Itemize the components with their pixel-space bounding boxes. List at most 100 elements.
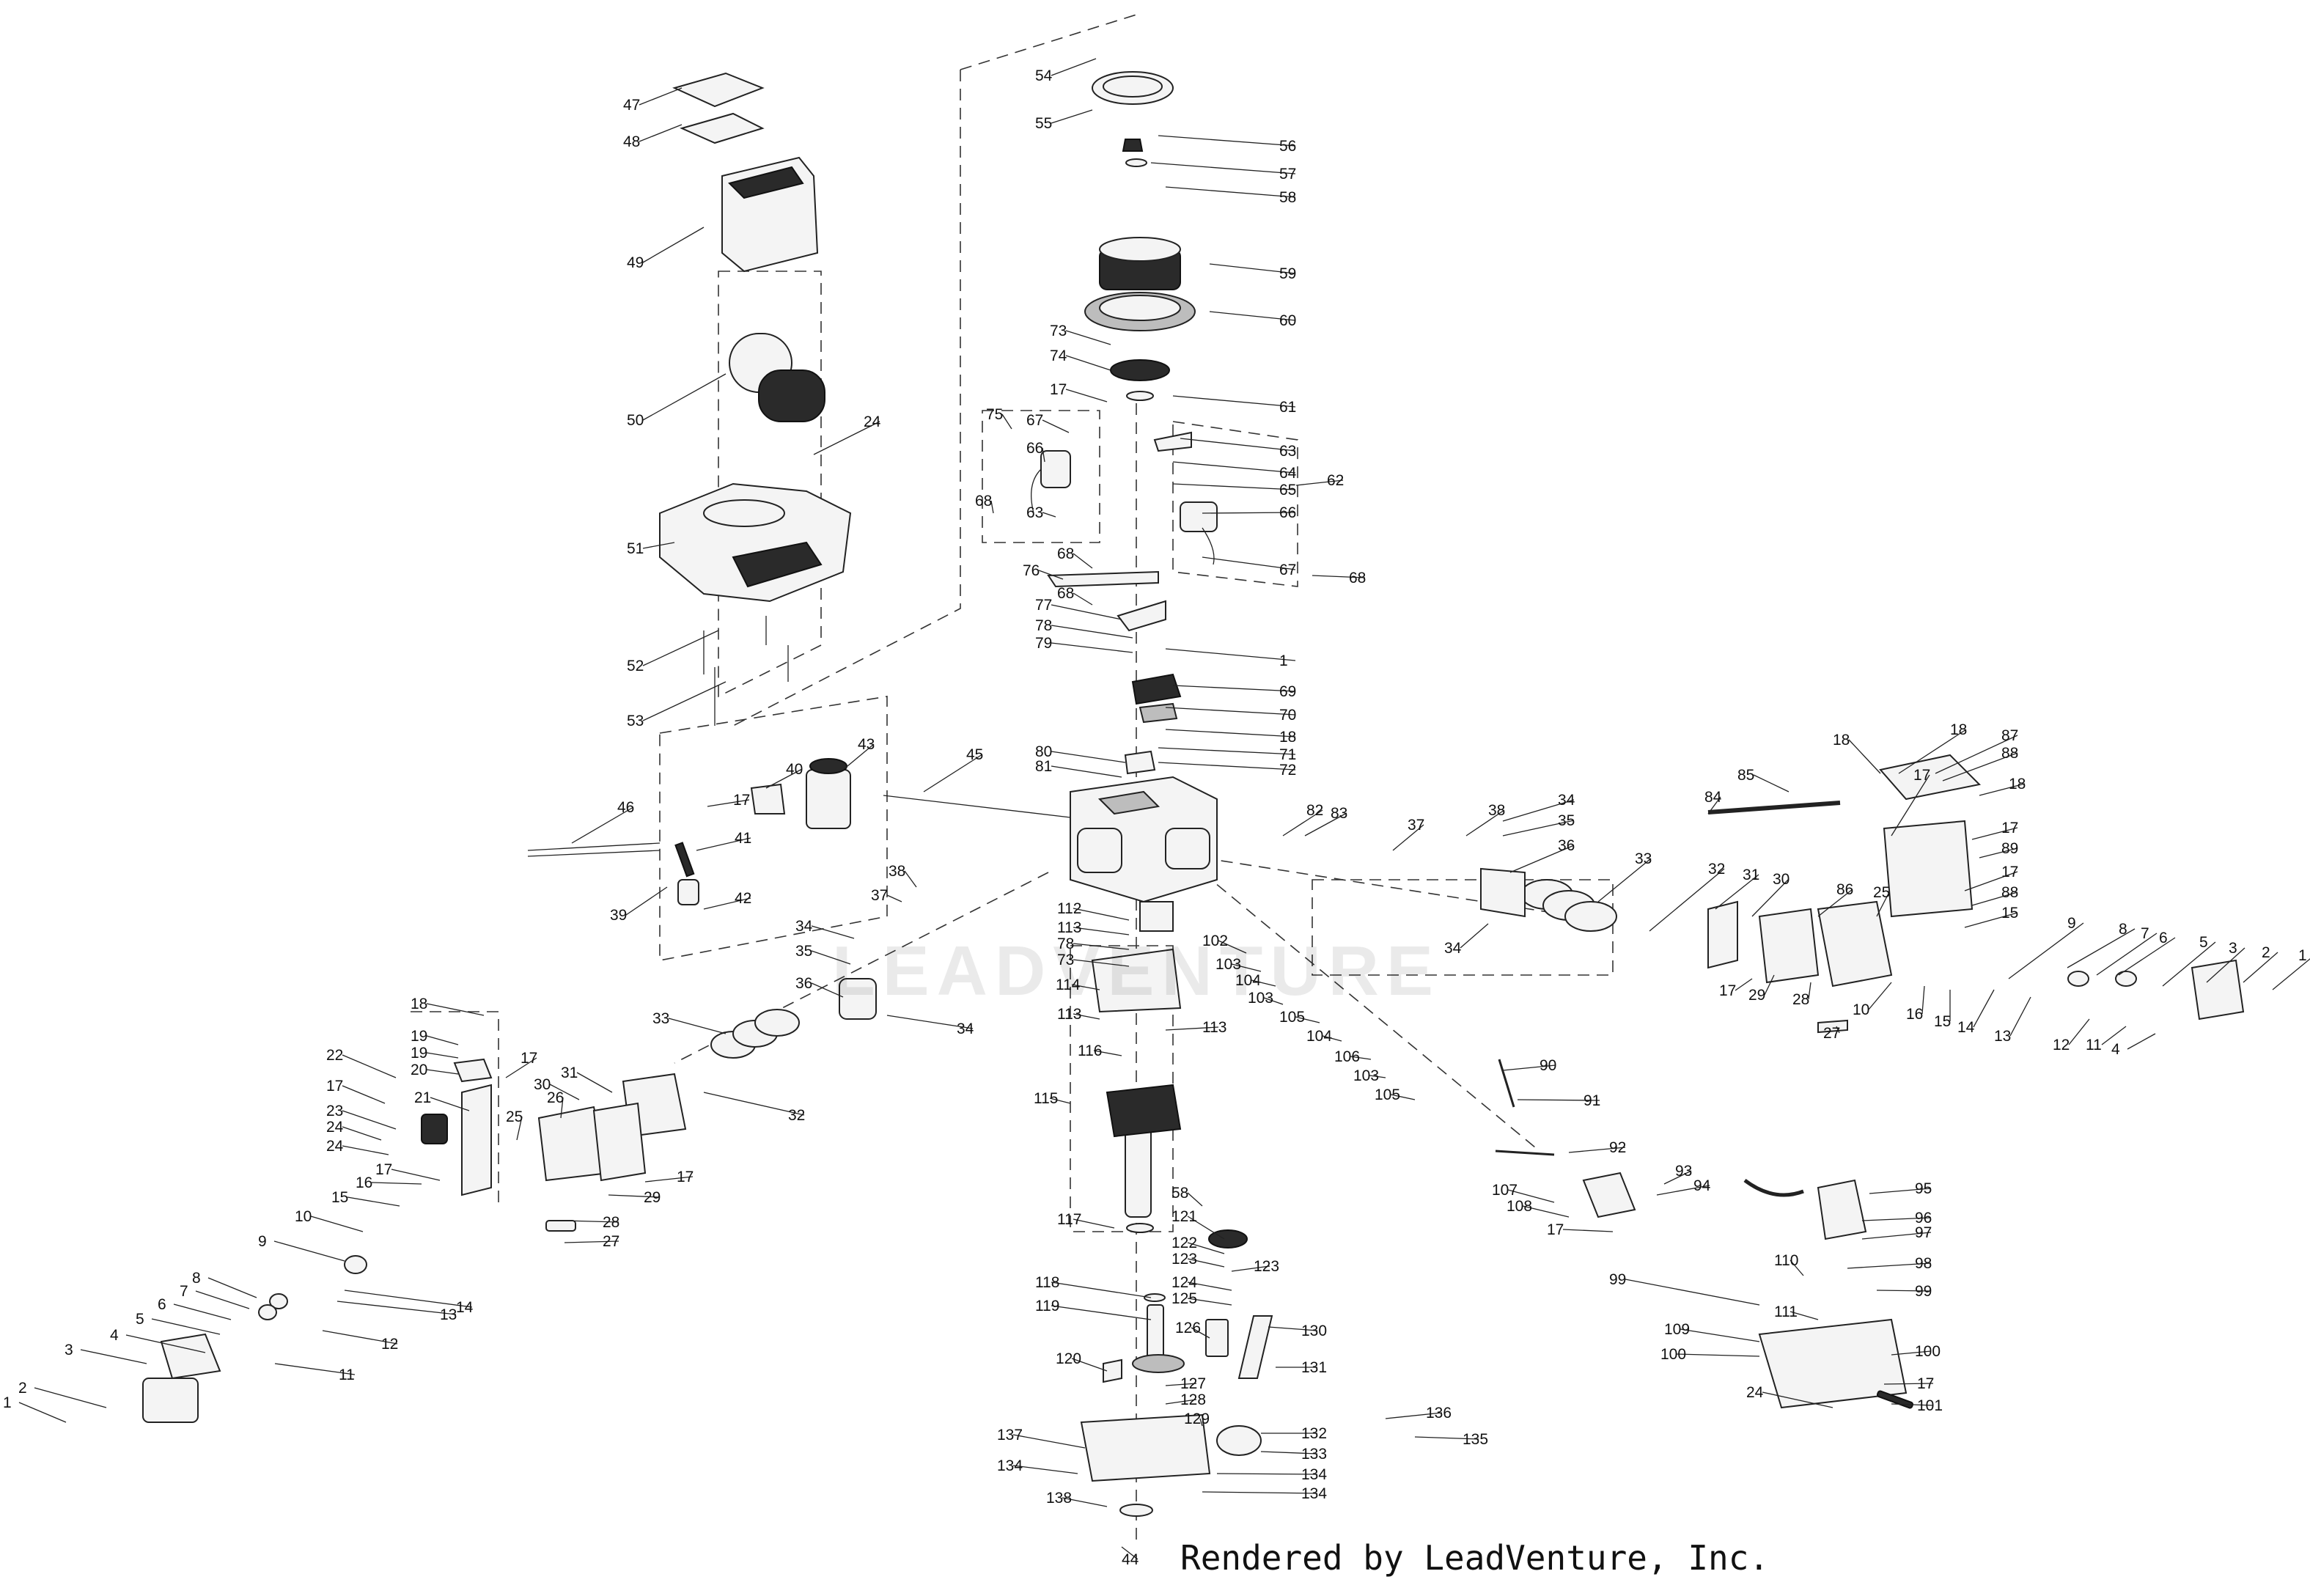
part-number-label: 134 xyxy=(1301,1485,1327,1502)
part-number-label: 68 xyxy=(1057,585,1074,602)
callout-66: 66 xyxy=(1026,440,1045,463)
part-number-label: 48 xyxy=(623,133,640,150)
callout-49: 49 xyxy=(627,227,705,271)
part-number-label: 106 xyxy=(1334,1048,1360,1065)
callout-124: 124 xyxy=(1171,1274,1232,1291)
part-number-label: 113 xyxy=(1202,1019,1226,1036)
part-number-label: 16 xyxy=(1906,1006,1923,1023)
part-number-label: 6 xyxy=(158,1296,166,1313)
leader-line xyxy=(342,1054,397,1078)
callout-17: 17 xyxy=(1547,1221,1614,1238)
leader-line xyxy=(1502,1064,1556,1071)
leader-line xyxy=(1753,774,1789,793)
part-number-label: 35 xyxy=(795,943,812,960)
callout-53: 53 xyxy=(627,681,727,729)
leader-line xyxy=(1502,799,1575,822)
leader-line xyxy=(886,1015,974,1029)
part-number-label: 103 xyxy=(1353,1067,1379,1084)
part-number-label: 1 xyxy=(3,1394,12,1411)
part-number-label: 19 xyxy=(411,1045,427,1062)
callout-88: 88 xyxy=(1971,884,2018,906)
leader-line xyxy=(1073,927,1130,935)
callout-16: 16 xyxy=(1906,985,1925,1023)
leader-line xyxy=(1065,355,1111,371)
part-number-label: 99 xyxy=(1915,1283,1932,1300)
callout-85: 85 xyxy=(1737,767,1789,793)
leader-line xyxy=(639,124,683,142)
part-number-label: 73 xyxy=(1050,323,1067,339)
assembly-outlines xyxy=(411,14,1614,1540)
callout-38: 38 xyxy=(1465,802,1505,836)
leader-line xyxy=(1312,575,1366,578)
callout-48: 48 xyxy=(623,124,683,150)
callout-110: 110 xyxy=(1774,1252,1804,1276)
callout-40: 40 xyxy=(765,761,803,789)
part-number-label: 32 xyxy=(788,1107,805,1124)
leader-line xyxy=(608,1194,661,1198)
leader-line xyxy=(1165,1026,1219,1031)
leader-line xyxy=(1073,943,1130,950)
part-number-label: 41 xyxy=(735,830,751,847)
callout-12: 12 xyxy=(2053,1018,2090,1053)
callout-17: 17 xyxy=(326,1078,386,1104)
callout-66: 66 xyxy=(1202,504,1296,521)
callout-2: 2 xyxy=(18,1380,107,1408)
leader-line xyxy=(1568,1147,1626,1153)
part-number-label: 123 xyxy=(1171,1251,1197,1268)
callout-47: 47 xyxy=(623,87,683,114)
callout-134: 134 xyxy=(1202,1485,1327,1502)
callout-37: 37 xyxy=(871,887,902,904)
part-number-label: 44 xyxy=(1122,1551,1139,1568)
part-number-label: 102 xyxy=(1202,933,1228,949)
part-number-label: 68 xyxy=(1057,545,1074,562)
top-stack-parts xyxy=(1084,71,1196,401)
leader-line xyxy=(1680,1328,1760,1342)
part-number-label: 43 xyxy=(858,736,875,753)
leader-line xyxy=(1165,186,1296,198)
leader-line xyxy=(1073,959,1130,967)
callout-63: 63 xyxy=(1026,504,1056,521)
leader-line xyxy=(813,421,880,455)
part-number-label: 34 xyxy=(957,1021,974,1037)
callout-13: 13 xyxy=(1994,996,2031,1045)
part-number-label: 82 xyxy=(1306,802,1323,819)
leader-line xyxy=(516,1116,523,1141)
callout-75: 75 xyxy=(986,406,1012,430)
part-number-label: 2 xyxy=(18,1380,27,1397)
part-number-label: 15 xyxy=(1934,1013,1951,1030)
part-number-label: 30 xyxy=(1773,871,1789,888)
leader-line xyxy=(2008,922,2084,979)
leader-line xyxy=(371,1182,422,1185)
part-number-label: 134 xyxy=(997,1457,1023,1474)
callout-15: 15 xyxy=(1964,905,2018,928)
leader-line xyxy=(1073,1218,1115,1229)
callout-137: 137 xyxy=(997,1427,1086,1449)
part-number-label: 17 xyxy=(1547,1221,1564,1238)
callout-59: 59 xyxy=(1209,263,1296,282)
callout-79: 79 xyxy=(1035,635,1133,653)
callout-67: 67 xyxy=(1026,412,1070,433)
part-number-label: 132 xyxy=(1301,1425,1327,1442)
part-number-label: 23 xyxy=(326,1103,343,1119)
callout-100: 100 xyxy=(1660,1346,1760,1363)
part-number-label: 50 xyxy=(627,412,644,429)
part-number-label: 17 xyxy=(1913,767,1930,784)
leader-line xyxy=(1414,1436,1479,1440)
part-number-label: 97 xyxy=(1915,1224,1932,1241)
part-number-label: 53 xyxy=(627,713,644,729)
leader-line xyxy=(564,1220,619,1223)
callout-17: 17 xyxy=(1050,381,1108,402)
leader-line xyxy=(344,1290,473,1308)
part-number-label: 33 xyxy=(1635,850,1652,867)
callout-130: 130 xyxy=(1268,1323,1327,1339)
leader-line xyxy=(707,799,750,807)
left-cylinder-parts xyxy=(142,978,877,1423)
leader-line xyxy=(1460,923,1489,949)
callout-35: 35 xyxy=(795,943,851,965)
callout-98: 98 xyxy=(1847,1255,1932,1272)
leader-line xyxy=(811,925,855,939)
callout-55: 55 xyxy=(1035,109,1093,132)
callout-84: 84 xyxy=(1704,789,1722,814)
part-number-label: 135 xyxy=(1463,1431,1488,1448)
right-cylinder-parts xyxy=(1480,754,2245,1034)
